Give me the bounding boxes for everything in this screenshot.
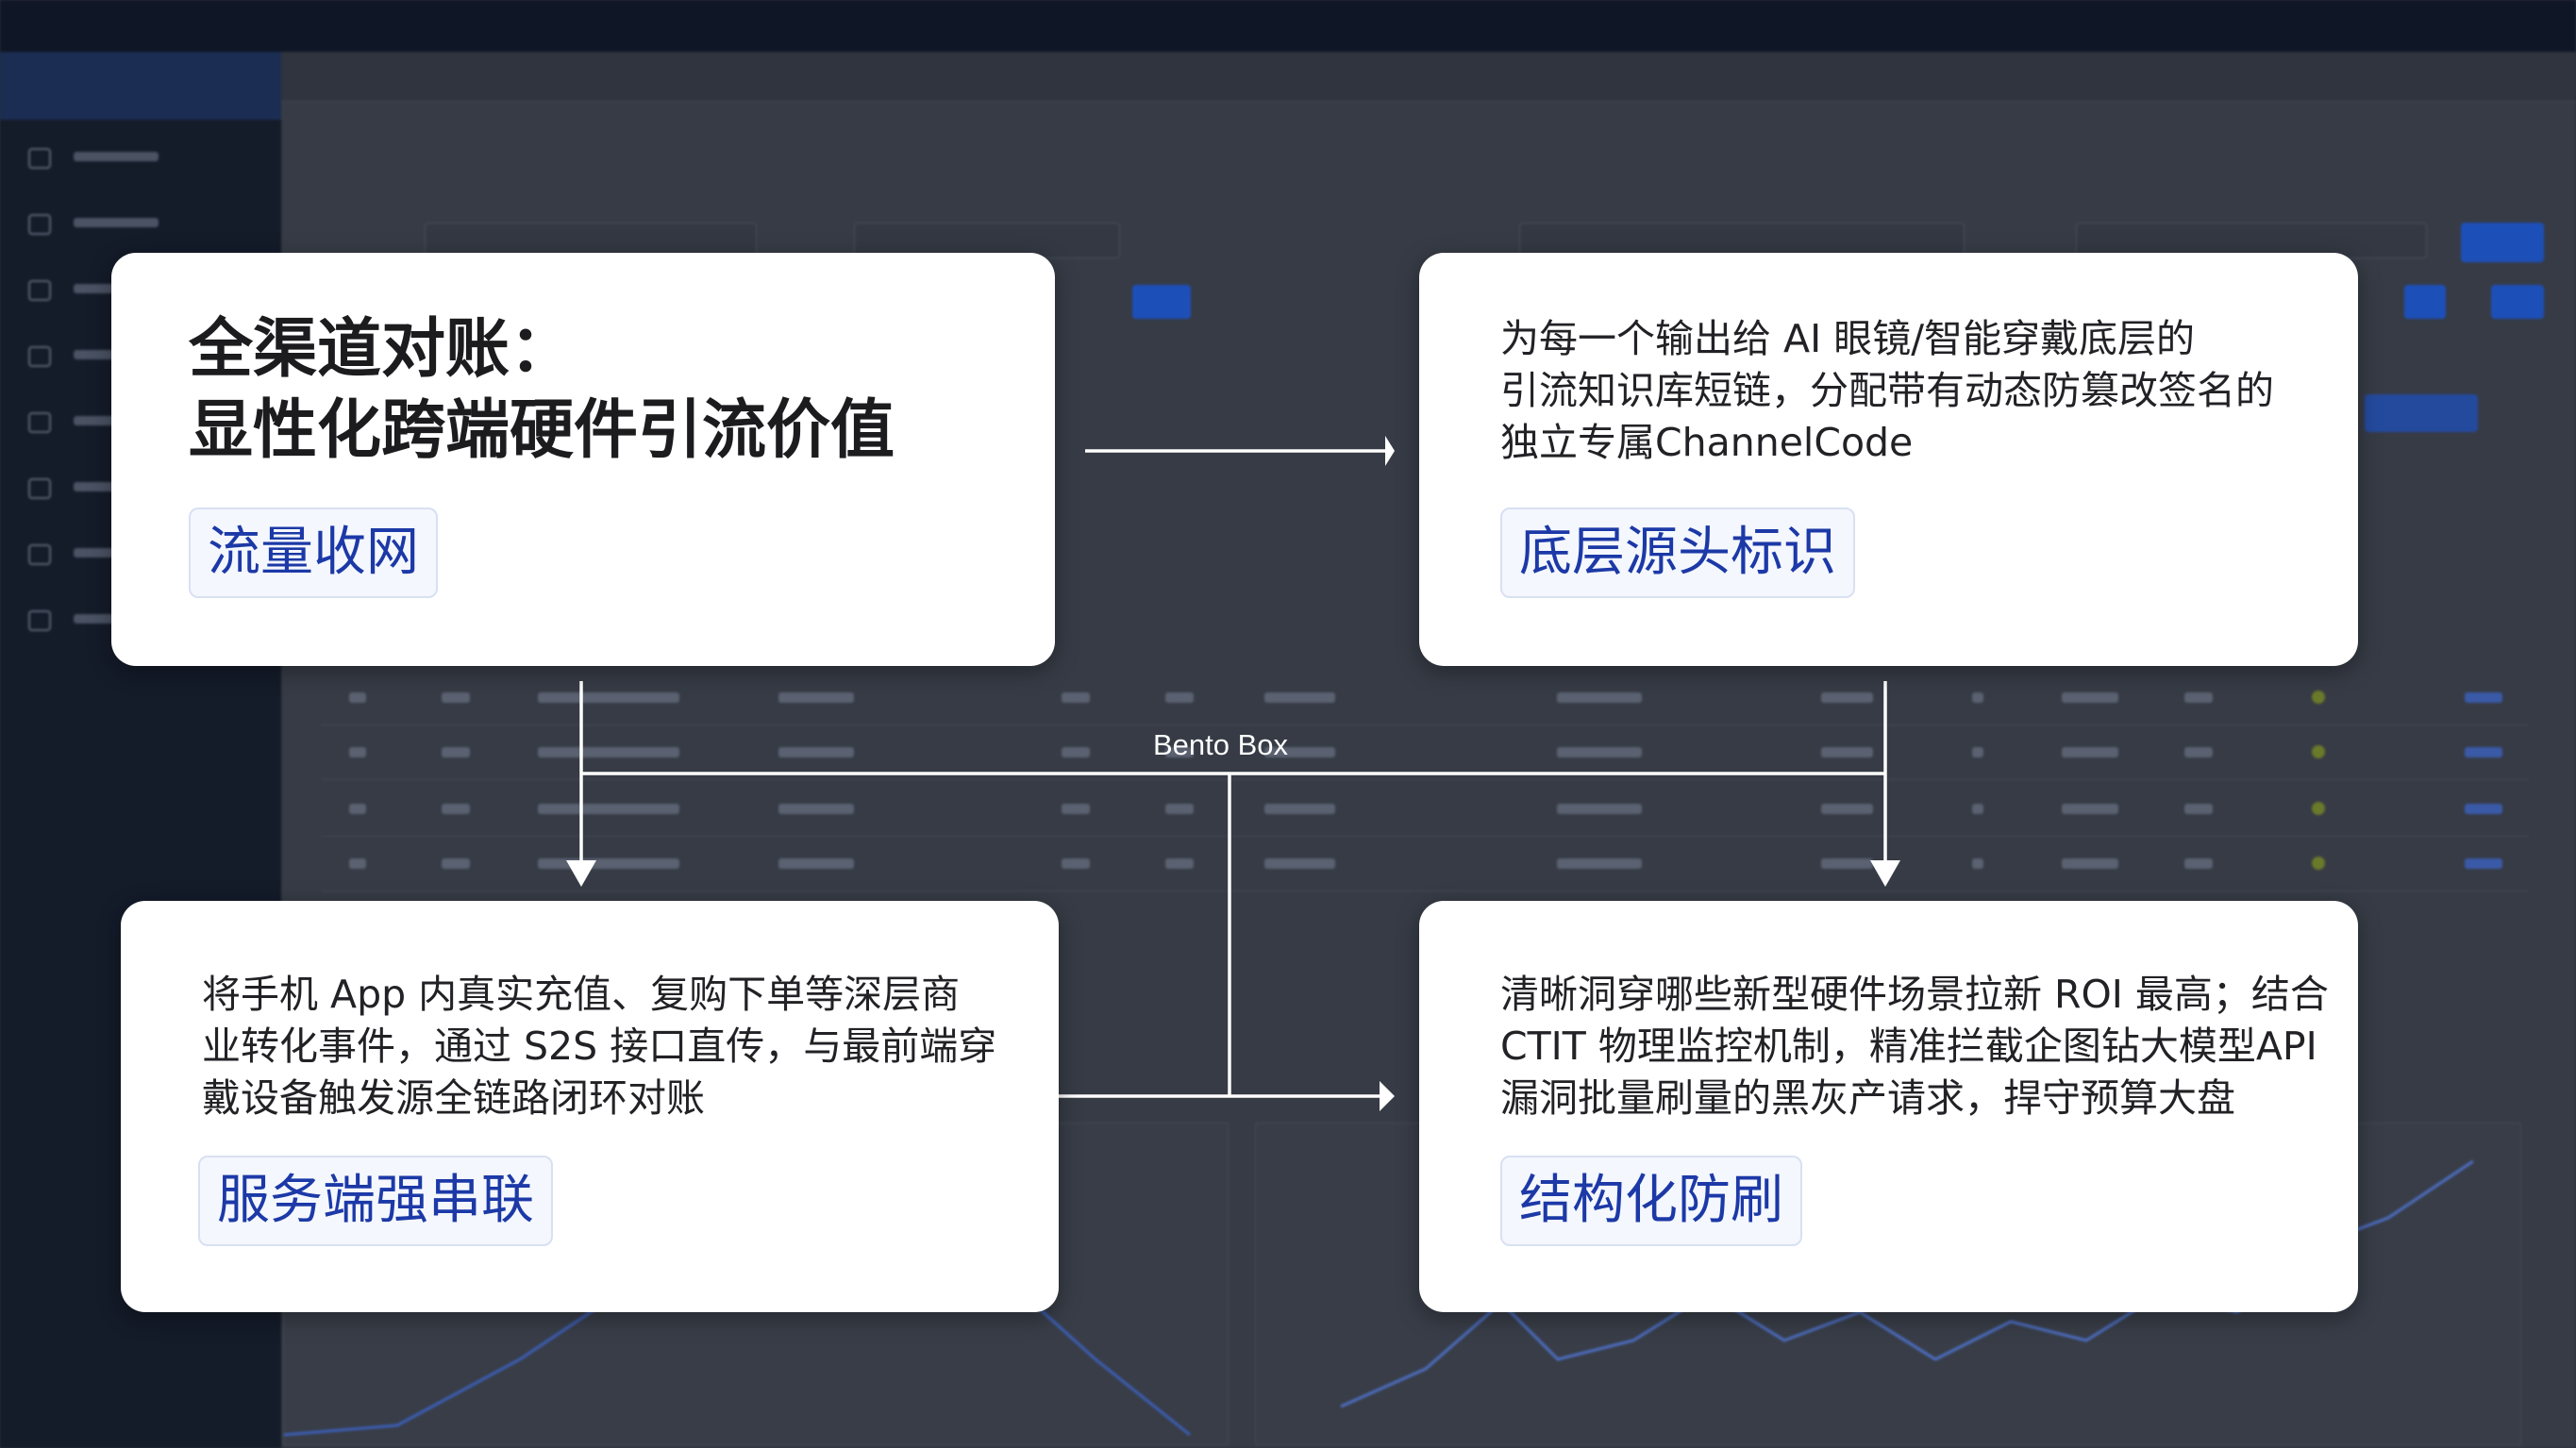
bus-label: Bento Box bbox=[1153, 728, 1288, 762]
card-title: 全渠道对账： 显性化跨端硬件引流价值 bbox=[189, 309, 895, 472]
card-server-linkage: 将手机 App 内真实充值、复购下单等深层商 业转化事件，通过 S2S 接口直传… bbox=[121, 901, 1059, 1312]
tag-label: 服务端强串联 bbox=[198, 1156, 553, 1246]
card-anti-fraud: 清晰洞穿哪些新型硬件场景拉新 ROI 最高；结合 CTIT 物理监控机制，精准拦… bbox=[1419, 901, 2358, 1312]
tag-label: 结构化防刷 bbox=[1500, 1156, 1802, 1246]
tag-label: 流量收网 bbox=[189, 508, 438, 598]
card-body: 将手机 App 内真实充值、复购下单等深层商 业转化事件，通过 S2S 接口直传… bbox=[202, 969, 1032, 1124]
card-source-identification: 为每一个输出给 AI 眼镜/智能穿戴底层的 引流知识库短链，分配带有动态防篡改签… bbox=[1419, 253, 2358, 666]
card-channel-reconciliation: 全渠道对账： 显性化跨端硬件引流价值 流量收网 bbox=[111, 253, 1055, 666]
card-body: 清晰洞穿哪些新型硬件场景拉新 ROI 最高；结合 CTIT 物理监控机制，精准拦… bbox=[1500, 969, 2350, 1124]
card-body: 为每一个输出给 AI 眼镜/智能穿戴底层的 引流知识库短链，分配带有动态防篡改签… bbox=[1500, 313, 2331, 469]
tag-label: 底层源头标识 bbox=[1500, 508, 1855, 598]
